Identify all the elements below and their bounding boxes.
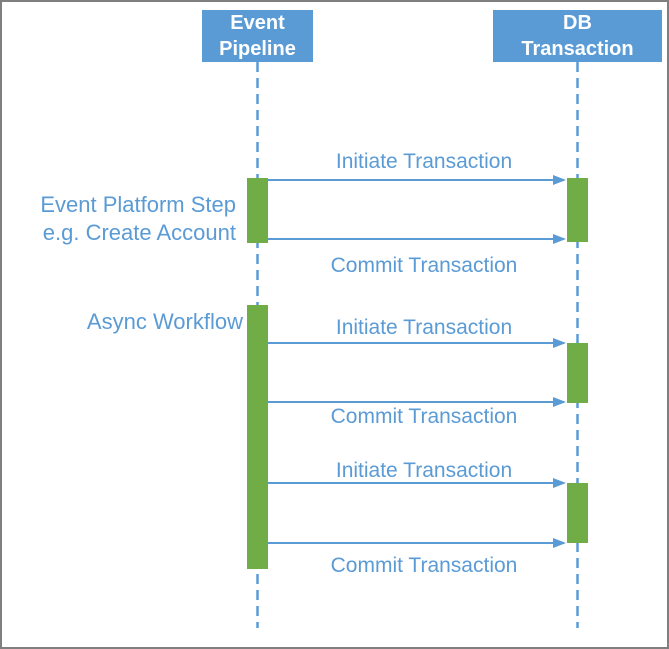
actor-label-db-transaction-line2: Transaction	[521, 38, 633, 60]
actor-box-event-pipeline	[202, 10, 313, 62]
actor-box-db-transaction	[493, 10, 662, 62]
activation-bar-db-3	[567, 483, 588, 543]
message-label-commit-2: Commit Transaction	[331, 405, 518, 428]
actor-label-event-pipeline-line1: Event	[230, 12, 285, 34]
activation-bar-db-2	[567, 343, 588, 403]
actor-label-db-transaction-line1: DB	[563, 12, 592, 34]
actor-label-event-pipeline-line2: Pipeline	[219, 38, 296, 60]
activation-bar-event-step	[247, 178, 268, 243]
message-label-commit-1: Commit Transaction	[331, 254, 518, 277]
message-label-initiate-2: Initiate Transaction	[336, 316, 512, 339]
activation-bar-async-workflow	[247, 305, 268, 569]
side-label-async-workflow: Async Workflow	[87, 309, 243, 334]
side-label-event-step-line1: Event Platform Step	[40, 192, 236, 217]
message-label-commit-3: Commit Transaction	[331, 554, 518, 577]
message-label-initiate-3: Initiate Transaction	[336, 459, 512, 482]
activation-bar-db-1	[567, 178, 588, 242]
side-label-event-step-line2: e.g. Create Account	[43, 220, 236, 245]
message-label-initiate-1: Initiate Transaction	[336, 150, 512, 173]
